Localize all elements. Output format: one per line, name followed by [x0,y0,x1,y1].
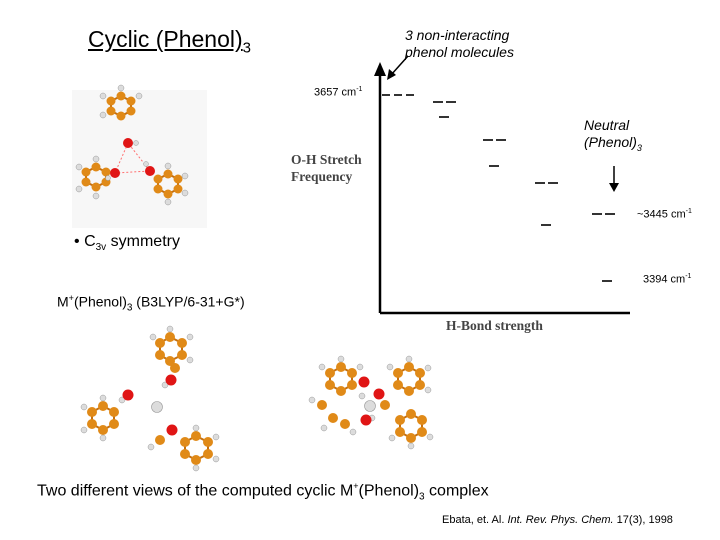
molecule-cyclic-trimer [72,84,207,228]
low-frequency-label: 3394 cm-1 [643,273,692,286]
citation: Ebata, et. Al. Int. Rev. Phys. Chem. 17(… [442,514,673,526]
hydrogen-atoms [75,84,189,206]
symmetry-bullet: • C3v symmetry [74,233,180,254]
computed-complex-label: M+(Phenol)3 (B3LYP/6-31+G*) [57,293,245,314]
note-arrowhead [387,69,396,80]
oxygen-atoms [110,138,155,178]
top-frequency-label: 3657 cm-1 [314,86,363,99]
y-axis-arrowhead [374,62,386,76]
molecule-view-2 [308,355,434,450]
x-axis-label: H-Bond strength [446,318,543,333]
energy-levels [382,94,615,282]
y-axis-label: O-H Stretch Frequency [291,152,362,184]
mid-frequency-label: ~3445 cm-1 [637,208,692,221]
neutral-arrowhead [609,183,619,192]
figure-caption: Two different views of the computed cycl… [37,481,489,503]
metal-atom [364,400,376,412]
metal-atom [151,401,163,413]
non-interacting-note: 3 non-interacting phenol molecules [405,27,514,60]
note-arrow [390,55,409,76]
neutral-label: Neutral (Phenol)3 [584,117,642,153]
slide-title: Cyclic (Phenol)3 [88,26,251,57]
molecule-view-1 [80,325,220,472]
